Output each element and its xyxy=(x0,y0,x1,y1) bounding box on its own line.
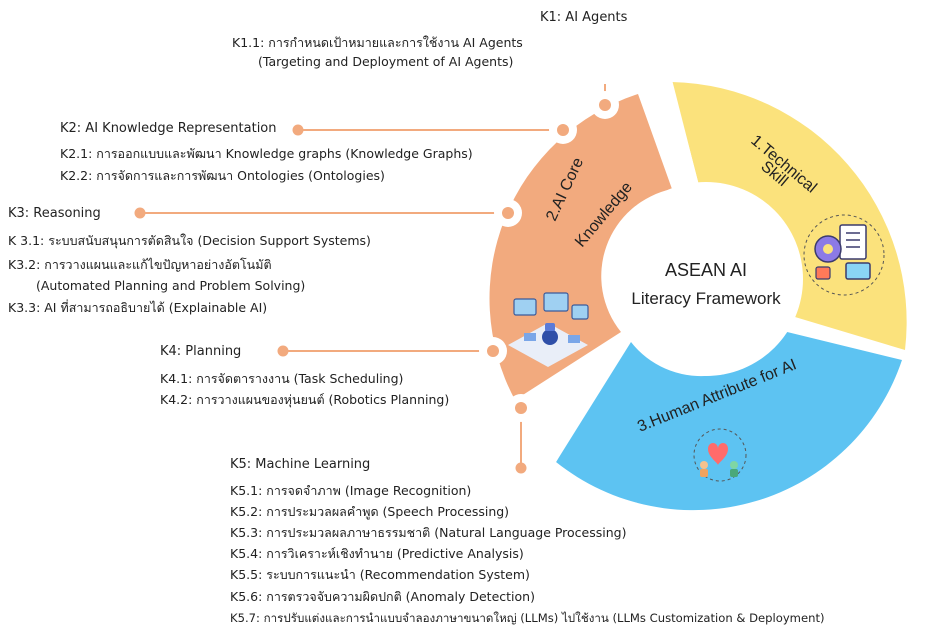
center-title-line2: Literacy Framework xyxy=(631,289,781,308)
center-circle xyxy=(609,182,803,376)
gear-checklist-icon xyxy=(803,214,885,296)
k2-item: K2.1: การออกแบบและพัฒนา Knowledge graphs… xyxy=(60,146,473,161)
k3-item: K3.2: การวางแผนและแก้ไขปัญหาอย่างอัตโนมั… xyxy=(8,257,272,272)
k3-item: K 3.1: ระบบสนับสนุนการตัดสินใจ (Decision… xyxy=(8,233,371,248)
k5-title: K5: Machine Learning xyxy=(230,457,371,472)
k3-item: K3.3: AI ที่สามารถอธิบายได้ (Explainable… xyxy=(8,300,268,315)
k2-item: K2.2: การจัดการและการพัฒนา Ontologies (O… xyxy=(60,168,385,183)
segment-ai-core-knowledge xyxy=(489,94,672,400)
segment-human-attribute xyxy=(556,330,902,511)
k4-item: K4.2: การวางแผนของหุ่นยนต์ (Robotics Pla… xyxy=(160,392,450,407)
k5-item: K5.2: การประมวลผลคำพูด (Speech Processin… xyxy=(230,504,510,519)
center-title-line1: ASEAN AI xyxy=(665,260,747,280)
segment-technical-skill xyxy=(672,82,907,350)
connector-end-dots xyxy=(134,124,527,474)
k5-item: K5.5: ระบบการแนะนำ (Recommendation Syste… xyxy=(230,567,530,582)
k1-title: K1: AI Agents xyxy=(540,10,628,25)
segment-separators xyxy=(545,75,911,472)
k4-title: K4: Planning xyxy=(160,344,242,359)
k3-item: (Automated Planning and Problem Solving) xyxy=(36,278,306,293)
k5-item: K5.1: การจดจำภาพ (Image Recognition) xyxy=(230,483,472,498)
k5-item: K5.4: การวิเคราะห์เชิงทำนาย (Predictive … xyxy=(230,546,524,561)
robot-workstation-icon xyxy=(508,292,589,367)
k4-item: K4.1: การจัดตารางงาน (Task Scheduling) xyxy=(160,371,404,386)
k3-title: K3: Reasoning xyxy=(8,206,101,221)
marker-k5 xyxy=(507,394,535,422)
k5-item: K5.3: การประมวลผลภาษาธรรมชาติ (Natural L… xyxy=(230,525,627,540)
handshake-people-icon xyxy=(693,428,747,482)
k1-item: (Targeting and Deployment of AI Agents) xyxy=(258,54,514,69)
marker-k1 xyxy=(591,91,619,119)
marker-k2 xyxy=(549,116,577,144)
k5-item: K5.7: การปรับแต่งและการนำแบบจำลองภาษาขนา… xyxy=(230,611,825,625)
k1-item: K1.1: การกำหนดเป้าหมายและการใช้งาน AI Ag… xyxy=(232,35,523,50)
marker-k3 xyxy=(494,199,522,227)
arc-markers xyxy=(479,91,619,422)
k5-item: K5.6: การตรวจจับความผิดปกติ (Anomaly Det… xyxy=(230,589,535,604)
marker-k4 xyxy=(479,337,507,365)
k2-title: K2: AI Knowledge Representation xyxy=(60,121,277,136)
